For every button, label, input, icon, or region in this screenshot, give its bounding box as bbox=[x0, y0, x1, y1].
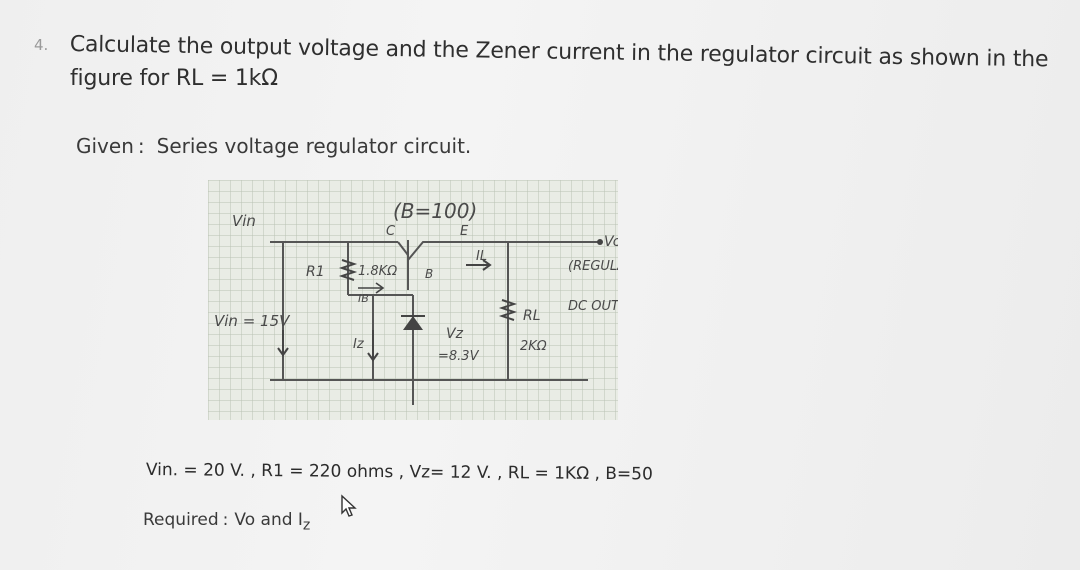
ib-label: IB bbox=[358, 292, 369, 305]
question-text-line2: figure for RL = 1kΩ bbox=[70, 66, 278, 91]
required-text: Vo and I bbox=[234, 510, 303, 530]
required-label: Required bbox=[143, 510, 219, 530]
rl-label: RL bbox=[523, 308, 541, 324]
il-label: IL bbox=[476, 249, 487, 264]
regulated-label: (REGULATED bbox=[568, 259, 618, 274]
transistor-collector bbox=[397, 241, 409, 256]
emitter-label: E bbox=[460, 224, 469, 239]
required-subscript: z bbox=[302, 517, 311, 534]
ib-arrow-icon bbox=[358, 282, 385, 294]
r1-value-label: 1.8KΩ bbox=[358, 264, 397, 279]
rl-value-label: 2KΩ bbox=[520, 339, 547, 354]
base-label: B bbox=[425, 267, 433, 281]
il-arrow-icon bbox=[466, 259, 492, 271]
iz-arrow-icon bbox=[367, 330, 379, 362]
r1-label: R1 bbox=[306, 264, 325, 280]
vin-value-label: Vin = 15V bbox=[214, 312, 291, 330]
mouse-cursor-icon bbox=[340, 494, 358, 522]
given-label: Given bbox=[76, 134, 134, 158]
rl-resistor-symbol bbox=[498, 299, 518, 321]
dc-output-label: DC OUTPUT) bbox=[568, 299, 618, 314]
required-line: Required:Vo and Iz bbox=[143, 510, 310, 533]
collector-label: C bbox=[386, 224, 396, 239]
given-values: Vin. = 20 V. , R1 = 220 ohms , Vz= 12 V.… bbox=[145, 460, 653, 485]
required-colon: : bbox=[222, 510, 229, 530]
iz-label: Iz bbox=[353, 337, 365, 352]
circuit-diagram: (B=100) Vin Vin = 15V C E B R1 1.8KΩ IB … bbox=[208, 180, 651, 420]
circuit-figure: (B=100) Vin Vin = 15V C E B R1 1.8KΩ IB … bbox=[208, 180, 651, 420]
vz-label: Vz bbox=[446, 326, 464, 342]
vin-top-label: Vin bbox=[232, 212, 256, 230]
zener-diode-symbol bbox=[403, 316, 423, 330]
question-number: 4. bbox=[34, 36, 49, 54]
given-colon: : bbox=[137, 134, 145, 158]
beta-label: (B=100) bbox=[393, 199, 477, 223]
transistor-emitter bbox=[407, 241, 508, 261]
r1-resistor-symbol bbox=[338, 259, 358, 281]
vz-value-label: =8.3V bbox=[438, 349, 480, 364]
given-text: Series voltage regulator circuit. bbox=[156, 134, 472, 158]
given-line: Given: Series voltage regulator circuit. bbox=[76, 134, 471, 158]
cursor-arrow-icon bbox=[341, 494, 357, 517]
vo-label: Vo bbox=[604, 234, 618, 250]
vo-terminal bbox=[597, 239, 603, 245]
vin-arrow-icon bbox=[277, 330, 289, 357]
